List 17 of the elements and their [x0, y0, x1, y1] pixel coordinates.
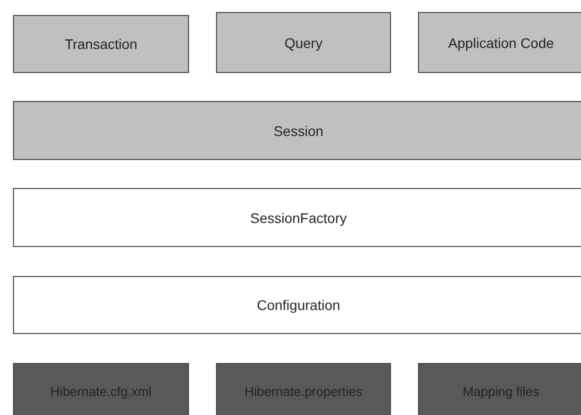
file-box — [418, 363, 581, 415]
layer-label: Application Code — [448, 34, 554, 50]
layer-box — [13, 276, 581, 334]
file-box — [216, 363, 391, 415]
file-box — [13, 363, 189, 415]
layer-box — [216, 12, 391, 73]
layer-label: Hibernate.cfg.xml — [50, 384, 152, 398]
layer-label: Transaction — [64, 36, 138, 52]
layer-label: Hibernate.properties — [244, 384, 362, 398]
layer-label: Configuration — [256, 297, 340, 313]
layer-label: Query — [284, 34, 323, 50]
layer-box — [13, 101, 581, 160]
layer-label: SessionFactory — [250, 210, 347, 226]
layer-label: Session — [274, 122, 324, 138]
layer-box — [13, 15, 189, 73]
layer-box — [418, 12, 581, 73]
layer-box — [13, 188, 581, 247]
